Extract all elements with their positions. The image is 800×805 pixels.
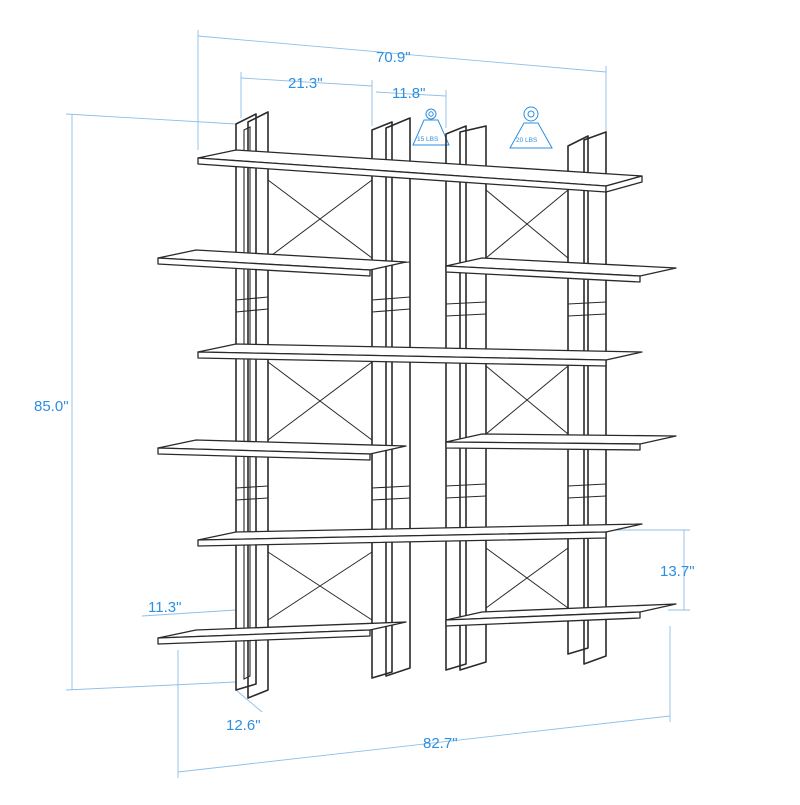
rung <box>567 483 607 487</box>
rung <box>235 497 269 501</box>
rung <box>567 301 607 305</box>
dim-line-total-width <box>197 35 607 73</box>
cross-brace <box>485 189 569 259</box>
middle-right-front-post <box>459 125 487 671</box>
shelf-front-6l <box>157 629 371 645</box>
rung <box>235 296 269 301</box>
rung <box>567 313 607 317</box>
weight-hook-inner <box>527 110 535 118</box>
dim-line-shelf-span <box>240 77 373 87</box>
cross-brace <box>267 551 373 621</box>
load-badge-right-label: 20 LBS <box>516 137 538 144</box>
dim-ext-height-top <box>65 113 237 125</box>
cross-brace <box>485 547 569 609</box>
bookshelf-right-unit <box>445 125 607 671</box>
left-frame-inner <box>243 126 251 680</box>
rung <box>445 313 487 317</box>
rung <box>371 485 411 489</box>
shelf-front-4l <box>157 447 371 461</box>
rung <box>445 483 487 487</box>
left-front-post <box>247 111 269 699</box>
rung <box>445 301 487 305</box>
dim-ext-height-bottom <box>65 681 237 691</box>
weight-badge-icon <box>412 119 450 146</box>
cross-brace <box>485 365 569 435</box>
left-frame-post <box>235 113 257 691</box>
shelf-front-3 <box>197 351 607 367</box>
rung <box>445 495 487 499</box>
cross-brace <box>267 361 373 441</box>
dim-line-total-length <box>177 715 671 773</box>
middle-right-post <box>445 125 467 671</box>
right-front-post <box>583 131 607 665</box>
load-badge-left: 15 LBS <box>412 108 450 146</box>
dim-line-gap <box>375 91 447 97</box>
shelf-front-5 <box>197 531 607 547</box>
left-cross-braces <box>267 179 373 621</box>
shelves <box>157 149 677 645</box>
bookshelf-left-unit <box>235 111 411 699</box>
label-shelf-spacing: 13.7" <box>660 563 695 580</box>
rung <box>371 308 411 313</box>
right-cross-braces <box>485 189 569 609</box>
dimension-labels: 70.9" 21.3" 11.8" 85.0" 13.7" 11.3" 12.6… <box>34 49 695 752</box>
right-ladder-rungs <box>445 265 607 499</box>
rung <box>235 485 269 489</box>
shelf-front-4r <box>445 441 641 451</box>
label-total-width: 70.9" <box>376 49 411 66</box>
weight-hook-inner <box>428 111 434 117</box>
label-total-length: 82.7" <box>423 735 458 752</box>
shelf-front-6r <box>445 611 641 627</box>
shelf-front-2r <box>445 265 641 283</box>
label-depth: 12.6" <box>226 717 261 734</box>
shelf-front-2l <box>157 257 371 277</box>
load-badge-right: 20 LBS <box>509 106 553 149</box>
left-ladder-rungs <box>235 261 411 501</box>
rung <box>371 296 411 301</box>
label-height: 85.0" <box>34 398 69 415</box>
rung <box>235 308 269 313</box>
middle-left-front-post <box>385 117 411 677</box>
cross-brace <box>267 179 373 259</box>
label-gap: 11.8" <box>392 85 425 102</box>
dim-line-depth <box>235 689 263 713</box>
dimension-lines <box>65 30 690 778</box>
middle-left-post <box>371 121 393 679</box>
load-badge-left-label: 15 LBS <box>417 136 439 143</box>
rung <box>371 497 411 501</box>
dim-line-bottom-offset <box>141 609 237 617</box>
shelf-side-1 <box>605 175 643 193</box>
right-frame-post <box>567 135 589 655</box>
weight-badge-icon <box>509 122 553 149</box>
label-shelf-span: 21.3" <box>288 75 323 92</box>
rung <box>567 495 607 499</box>
label-bottom-offset: 11.3" <box>148 599 181 616</box>
